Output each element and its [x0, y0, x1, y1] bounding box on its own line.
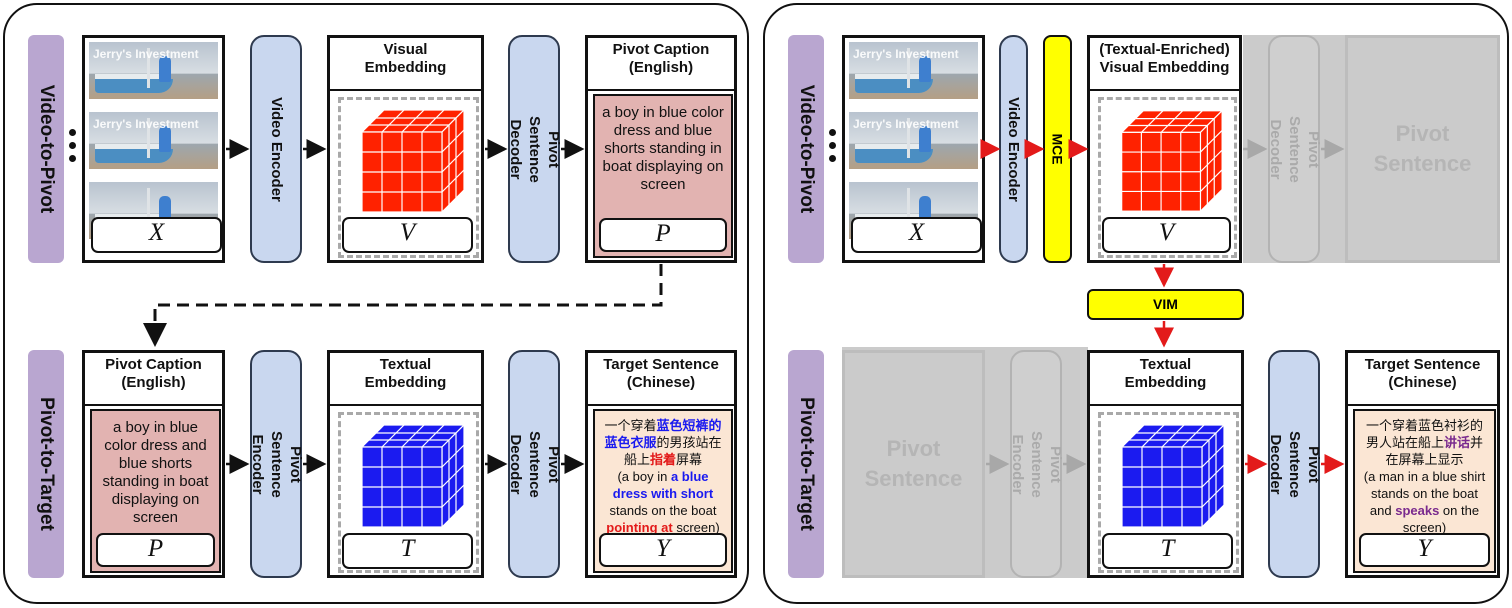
target-sentence-panel: 一个穿着蓝色短裤的 蓝色衣服的男孩站在 船上指着屏幕 (a boy in a b… [593, 409, 733, 573]
embedding-frame [1098, 412, 1239, 573]
stage-video-to-pivot-2: Video-to-Pivot [788, 35, 824, 263]
symbol-y: Y [1359, 533, 1490, 567]
text-segment: 一个穿着蓝色衬衫的 [1365, 418, 1483, 433]
pivot-caption-text: a boy in blue color dress and blue short… [102, 419, 209, 526]
symbol-p: P [96, 533, 215, 567]
text-segment: screen) [1402, 520, 1447, 535]
ellipsis-dots-2 [829, 129, 837, 163]
pivot-caption-text: a boy in blue color dress and blue short… [602, 104, 724, 193]
pivot-sentence-encoder: Pivot Sentence Encoder [249, 350, 304, 578]
stage-pivot-to-target-2: Pivot-to-Target [788, 350, 824, 578]
text-highlight: pointing at [606, 520, 673, 535]
text-segment: (a man in a blue shirt [1363, 469, 1486, 484]
textual-cube [360, 423, 466, 527]
pivot-sentence-encoder-disabled: Pivot Sentence Encoder [1009, 350, 1064, 578]
pivot-sentence-disabled: Pivot Sentence [1345, 35, 1500, 263]
pivot-caption-panel: a boy in blue color dress and blue short… [90, 409, 221, 573]
text-segment: 的男孩站在 [656, 435, 722, 450]
box-title: Pivot Caption (English) [588, 38, 734, 91]
text-segment: 一个穿着 [604, 418, 657, 433]
text-segment: (a boy in [617, 469, 671, 484]
pivot-sentence-decoder-2: Pivot Sentence Decoder [507, 350, 562, 578]
target-sentence-text: 一个穿着蓝色短裤的 蓝色衣服的男孩站在 船上指着屏幕 (a boy in a b… [599, 417, 727, 536]
text-segment: stands on the boat [609, 503, 717, 518]
text-segment: 船上 [623, 452, 650, 467]
target-sentence-box-2: Target Sentence (Chinese) 一个穿着蓝色衬衫的 男人站在… [1345, 350, 1500, 578]
dashed-connector [143, 264, 663, 347]
text-segment: and [1369, 503, 1396, 518]
stage-pivot-to-target: Pivot-to-Target [28, 350, 64, 578]
watermark: Jerry's Investment [853, 47, 959, 61]
target-sentence-text: 一个穿着蓝色衬衫的 男人站在船上讲话并 在屏幕上显示 (a man in a b… [1359, 417, 1490, 536]
enriched-visual-embedding-box: (Textual-Enriched) Visual Embedding V [1087, 35, 1242, 263]
video-frame: Jerry's Investment [89, 42, 218, 99]
module-label: VIM [1153, 296, 1178, 312]
pivot-sentence-decoder: Pivot Sentence Decoder [507, 35, 562, 263]
watermark: Jerry's Investment [93, 47, 199, 61]
pivot-caption-box: Pivot Caption (English) a boy in blue co… [585, 35, 737, 263]
symbol-t: T [1102, 533, 1233, 569]
left-arrows [143, 139, 663, 474]
text-highlight: 讲话 [1443, 435, 1470, 450]
pivot-sentence-label: Pivot Sentence [1373, 121, 1472, 176]
symbol-v: V [1102, 217, 1231, 253]
textual-cube [1120, 423, 1226, 527]
visual-cube [360, 108, 466, 212]
textual-embedding-box-2: Textual Embedding T [1087, 350, 1244, 578]
text-highlight: speaks [1395, 503, 1440, 518]
pivot-caption-input-box: Pivot Caption (English) a boy in blue co… [82, 350, 225, 578]
visual-embedding-box: Visual Embedding V [327, 35, 484, 263]
box-title: Pivot Caption (English) [85, 353, 222, 406]
target-sentence-panel: 一个穿着蓝色衬衫的 男人站在船上讲话并 在屏幕上显示 (a man in a b… [1353, 409, 1496, 573]
text-segment: 并 [1470, 435, 1484, 450]
pivot-sentence-input-disabled: Pivot Sentence [842, 350, 985, 578]
right-arrows [980, 139, 1345, 474]
symbol-v: V [342, 217, 473, 253]
text-segment: 屏幕 [676, 452, 703, 467]
text-highlight: dress with short [612, 486, 714, 501]
video-frames-box-2: Jerry's Investment Jerry's Investment X [842, 35, 985, 263]
box-title: (Textual-Enriched) Visual Embedding [1090, 38, 1239, 91]
stage-video-to-pivot: Video-to-Pivot [28, 35, 64, 263]
box-title: Target Sentence (Chinese) [588, 353, 734, 406]
ellipsis-dots [69, 129, 77, 163]
watermark: Jerry's Investment [853, 117, 959, 131]
text-segment: on the [1439, 503, 1480, 518]
box-title: Textual Embedding [1090, 353, 1241, 406]
symbol-y: Y [599, 533, 727, 567]
video-encoder: Video Encoder [250, 35, 302, 263]
box-title: Textual Embedding [330, 353, 481, 406]
text-highlight: 蓝色短裤的 [656, 418, 722, 433]
pivot-sentence-decoder-3: Pivot Sentence Decoder [1267, 350, 1322, 578]
box-title: Target Sentence (Chinese) [1348, 353, 1497, 406]
pivot-sentence-decoder-disabled: Pivot Sentence Decoder [1267, 35, 1322, 263]
target-sentence-box: Target Sentence (Chinese) 一个穿着蓝色短裤的 蓝色衣服… [585, 350, 737, 578]
symbol-x: X [91, 217, 222, 253]
visual-cube [1120, 109, 1224, 212]
embedding-frame [1098, 97, 1237, 258]
video-encoder-2: Video Encoder [999, 35, 1028, 263]
video-frames-box: Jerry's Investment Jerry's Investment X [82, 35, 225, 263]
text-highlight: a blue [670, 469, 709, 484]
pivot-sentence-label: Pivot Sentence [864, 436, 963, 491]
watermark: Jerry's Investment [93, 117, 199, 131]
box-title: Visual Embedding [330, 38, 481, 91]
text-segment: stands on the boat [1371, 486, 1478, 501]
video-frame: Jerry's Investment [849, 112, 978, 169]
text-highlight: 蓝色衣服 [604, 435, 657, 450]
text-highlight: 指着 [649, 452, 676, 467]
textual-embedding-box: Textual Embedding T [327, 350, 484, 578]
embedding-frame [338, 97, 479, 258]
vim-module: VIM [1087, 289, 1244, 320]
video-frame: Jerry's Investment [849, 42, 978, 99]
pivot-caption-panel: a boy in blue color dress and blue short… [593, 94, 733, 258]
video-frame: Jerry's Investment [89, 112, 218, 169]
text-segment: 在屏幕上显示 [1385, 452, 1464, 467]
symbol-t: T [342, 533, 473, 569]
text-segment: screen) [672, 520, 720, 535]
text-segment: 男人站在船上 [1365, 435, 1444, 450]
embedding-frame [338, 412, 479, 573]
symbol-x: X [851, 217, 982, 253]
symbol-p: P [599, 218, 727, 252]
